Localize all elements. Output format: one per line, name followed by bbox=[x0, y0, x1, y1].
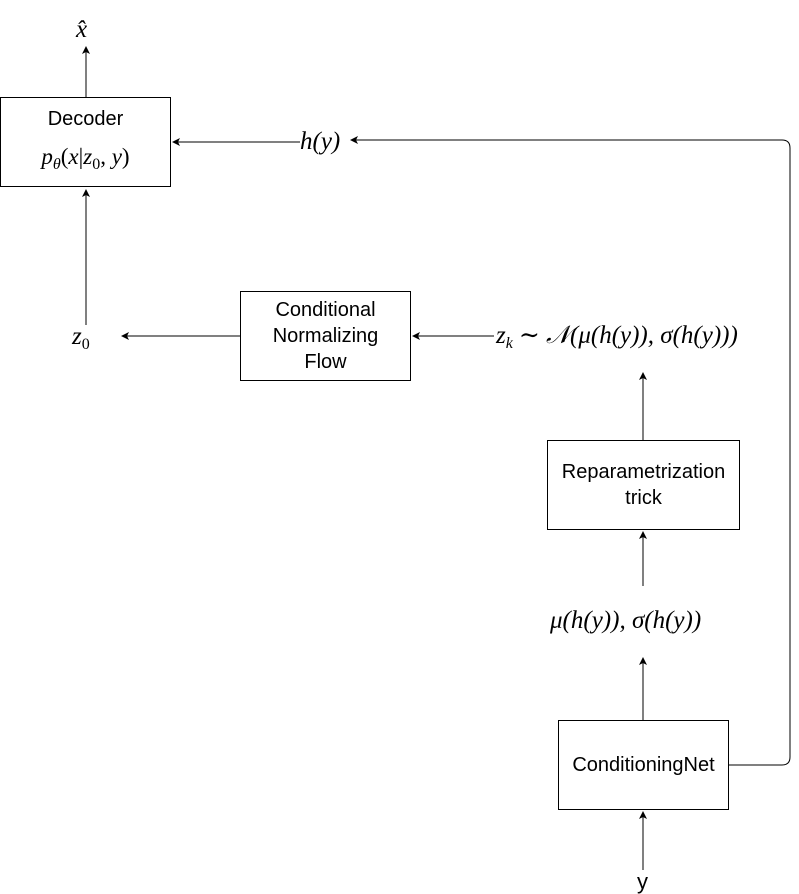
x-hat-symbol: x̂ bbox=[76, 16, 88, 43]
reparam-label-line1: Reparametrization bbox=[561, 461, 726, 483]
h-of-y-label: h(y) bbox=[300, 127, 341, 157]
z0-sub: 0 bbox=[81, 336, 90, 353]
y-input-label: y bbox=[637, 870, 648, 894]
flow-label-line1: Conditional bbox=[275, 299, 376, 321]
decoder-title: Decoder bbox=[47, 108, 124, 130]
flow-label-line3: Flow bbox=[304, 351, 347, 373]
reparametrization-trick-box: Reparametrization trick bbox=[547, 440, 740, 530]
formula-theta: θ bbox=[52, 156, 61, 173]
mu-sigma-text: μ(h(y)), σ(h(y)) bbox=[550, 607, 702, 634]
formula-z: z bbox=[83, 144, 93, 169]
formula-bar: | bbox=[78, 144, 84, 169]
decoder-formula: pθ(x|z0, y) bbox=[41, 144, 130, 173]
flow-label-line2: Normalizing bbox=[272, 325, 379, 347]
zk-distribution: ∼ 𝒩(μ(h(y)), σ(h(y))) bbox=[518, 322, 738, 349]
zk-base: z bbox=[496, 322, 506, 349]
conditional-normalizing-flow-box: Conditional Normalizing Flow bbox=[240, 291, 411, 381]
mu-sigma-label: μ(h(y)), σ(h(y)) bbox=[550, 606, 701, 636]
x-hat-output: x̂ bbox=[76, 15, 87, 45]
z0-label: z0 bbox=[72, 322, 90, 353]
decoder-box: Decoder pθ(x|z0, y) bbox=[0, 97, 171, 187]
h-of-y-text: h(y) bbox=[300, 128, 341, 155]
zk-distribution-label: zk ∼ 𝒩(μ(h(y)), σ(h(y))) bbox=[496, 321, 738, 352]
z0-base: z bbox=[72, 323, 82, 350]
arrow-condnet-to-hy bbox=[350, 136, 791, 766]
formula-y: y bbox=[111, 144, 122, 169]
reparam-label-line2: trick bbox=[625, 487, 662, 509]
y-input-text: y bbox=[637, 869, 648, 894]
zk-sub: k bbox=[505, 335, 513, 352]
formula-p: p bbox=[41, 144, 53, 169]
conditioning-net-box: ConditioningNet bbox=[558, 720, 729, 810]
formula-z-sub: 0 bbox=[92, 156, 101, 173]
conditioning-net-label: ConditioningNet bbox=[572, 754, 715, 776]
formula-x: x bbox=[68, 144, 79, 169]
